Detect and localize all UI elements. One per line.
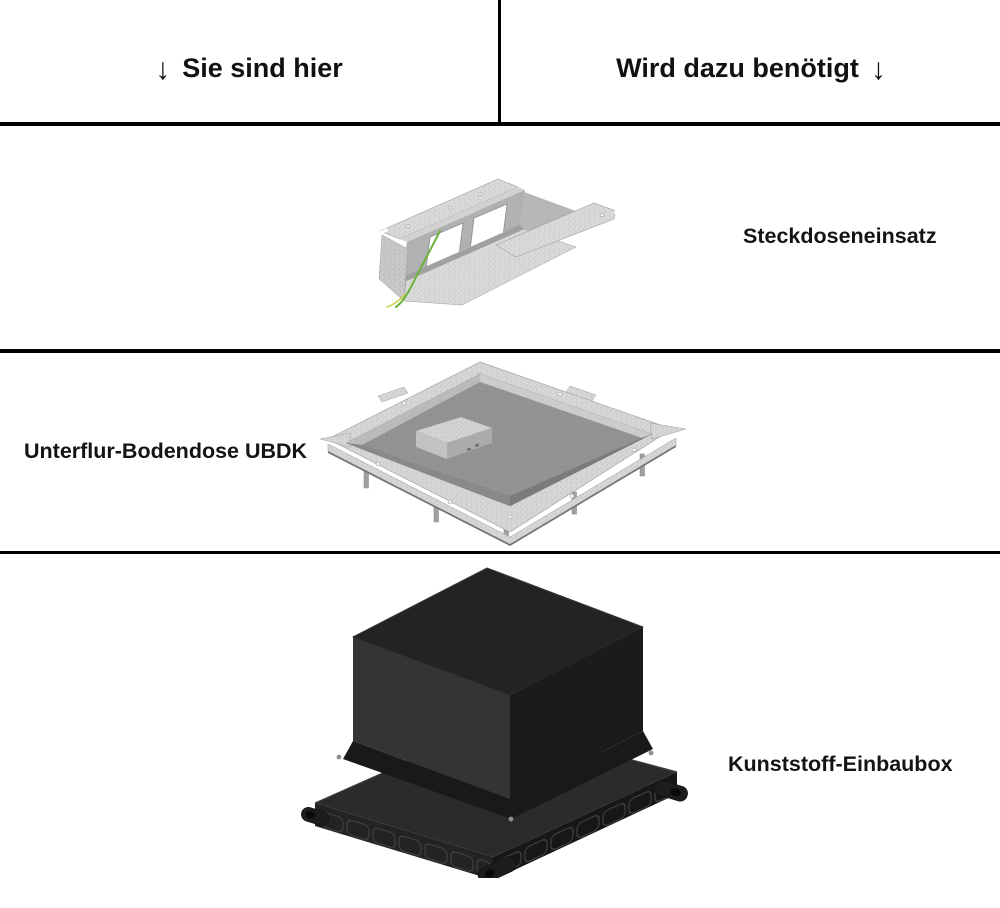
steel-socket-insert-render	[378, 178, 620, 308]
header-left-label: Sie sind hier	[182, 53, 343, 83]
cube-right-face	[510, 627, 643, 799]
header-right-cell: Wird dazu benötigt ↓	[502, 0, 1000, 122]
header-vertical-divider	[498, 0, 501, 122]
product-label-unterflur-bodendose: Unterflur-Bodendose UBDK	[24, 439, 308, 463]
header-right-label: Wird dazu benötigt	[616, 53, 859, 83]
section-kunststoff-einbaubox: Kunststoff-Einbaubox	[0, 554, 1000, 908]
down-arrow-icon: ↓	[155, 52, 171, 86]
product-image-steckdoseneinsatz	[378, 173, 620, 308]
underfloor-box-render	[319, 361, 687, 546]
earth-wire	[395, 230, 441, 308]
tray-insert-block	[415, 416, 493, 459]
cube-left-face	[353, 637, 510, 799]
down-arrow-icon: ↓	[870, 52, 886, 86]
mounting-feet	[301, 780, 688, 884]
knockout-panels-left	[320, 811, 492, 878]
black-installation-box-render	[301, 567, 688, 884]
flange-wing-right	[649, 422, 687, 440]
product-label-steckdoseneinsatz: Steckdoseneinsatz	[743, 224, 937, 248]
section-steckdoseneinsatz: Steckdoseneinsatz	[0, 126, 1000, 349]
section-unterflur-bodendose: Unterflur-Bodendose UBDK	[0, 353, 1000, 551]
header-left-cell: ↓ Sie sind hier	[0, 0, 498, 122]
flange-screw-holes	[405, 191, 483, 229]
flange-screws	[336, 750, 654, 822]
product-label-kunststoff-einbaubox: Kunststoff-Einbaubox	[728, 752, 953, 776]
product-image-kunststoff-einbaubox	[299, 563, 693, 884]
flange-holes	[375, 372, 637, 520]
row-divider-line-3	[0, 551, 1000, 554]
earth-wire-tip	[386, 294, 405, 308]
tray-top-surface	[362, 382, 642, 496]
product-image-unterflur-bodendose	[319, 356, 690, 546]
flange-wing-left	[319, 432, 351, 448]
row-divider-line-1	[0, 122, 1000, 126]
row-divider-line-2	[0, 349, 1000, 353]
